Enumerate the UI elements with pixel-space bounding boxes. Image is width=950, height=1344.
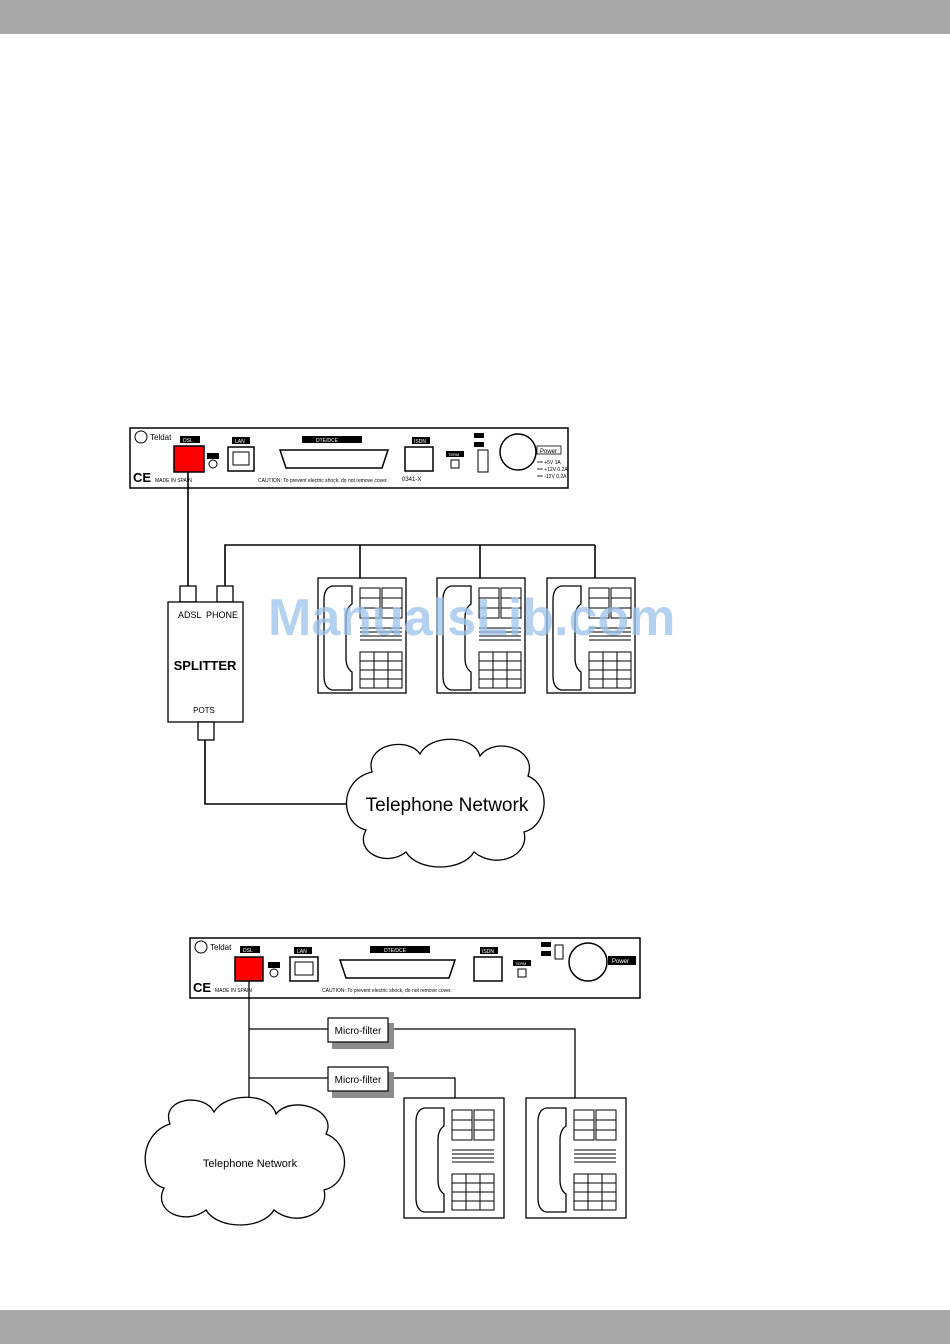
router-1-power-spec-3: == -12V 0.2A (537, 474, 567, 480)
router-1: Teldat CE MADE IN SPAIN DSL LAN DTE/DCE … (129, 427, 569, 489)
router-2-power-switch (554, 944, 564, 960)
router-2-ce-mark: CE (193, 980, 211, 995)
splitter-pots-jack (197, 721, 215, 741)
micro-filter-bottom: Micro-filter (327, 1066, 394, 1098)
router-2-isdn-label: ISDN (482, 949, 494, 955)
router-2-power-jack (568, 942, 608, 982)
router-1-dsl-label-bg (180, 436, 200, 443)
micro-filter-top: Micro-filter (327, 1017, 394, 1049)
telephone-3 (546, 577, 636, 694)
splitter-adsl-label: ADSL (178, 610, 202, 620)
splitter-box (167, 601, 244, 723)
router-2-lan-label: LAN (297, 949, 307, 955)
splitter-phone-jack (216, 585, 234, 603)
telephone-4 (403, 1097, 505, 1219)
router-1-isdn-port (404, 446, 434, 472)
router-1-power-spec-2: == +12V 0.2A (537, 467, 568, 473)
splitter-title: SPLITTER (174, 658, 237, 673)
router-1-dsl-label: DSL (183, 438, 193, 444)
router-2-caution: CAUTION: To prevent electric shock, do n… (322, 988, 452, 994)
telephone-network-cloud-2: Telephone Network (144, 1096, 346, 1226)
router-1-brand: Teldat (150, 433, 172, 442)
micro-filter-bottom-label: Micro-filter (335, 1075, 382, 1086)
router-1-caution: CAUTION: To prevent electric shock, do n… (258, 478, 388, 484)
router-1-term-label: TERM (448, 452, 459, 457)
router-2-dsl-port (234, 956, 264, 982)
network-label-2: Telephone Network (203, 1158, 298, 1170)
telephone-2 (436, 577, 526, 694)
telephone-1 (317, 577, 407, 694)
router-2-dsl-label: DSL (243, 948, 253, 954)
diagram-2-cables (248, 981, 576, 1112)
router-1-made-in: MADE IN SPAIN (155, 478, 192, 484)
router-1-lan-label: LAN (235, 439, 245, 445)
router-2-made-in: MADE IN SPAIN (215, 988, 252, 994)
router-1-dte-connector (278, 449, 390, 469)
router-1-dsl-port (173, 445, 205, 473)
telephone-5 (525, 1097, 627, 1219)
telephone-network-cloud-1: Telephone Network (345, 738, 545, 868)
page-header-bar (0, 0, 950, 34)
splitter-pots-label: POTS (193, 706, 215, 715)
router-1-power-switch (477, 449, 489, 473)
router-1-lan-port (227, 446, 255, 472)
teldat-logo-icon (194, 940, 208, 954)
router-1-term-switch (450, 459, 460, 469)
router-1-reset-button (208, 459, 218, 469)
router-2-brand: Teldat (210, 943, 232, 952)
router-1-dte-label: DTE/DCE (316, 438, 339, 444)
router-2-term-switch (517, 968, 527, 978)
router-2-term-label: TERM (515, 961, 526, 966)
micro-filter-top-label: Micro-filter (335, 1026, 382, 1037)
splitter: ADSL PHONE SPLITTER POTS (167, 585, 244, 741)
router-1-power-label: Power (540, 449, 557, 455)
splitter-phone-label: PHONE (206, 610, 238, 620)
teldat-logo-icon (134, 430, 148, 444)
router-1-power-jack (499, 433, 537, 471)
router-1-cert-mark: 0341-X (402, 477, 421, 483)
router-2-dte-connector (338, 959, 457, 979)
watermark: ManualsLib.com (268, 589, 676, 647)
router-2-reset-button (269, 968, 279, 978)
router-2-isdn-port (473, 956, 503, 982)
page-footer-bar (0, 1310, 950, 1344)
router-2-lan-port (289, 956, 319, 982)
diagram-1-cables (187, 472, 596, 805)
router-2-power-label: Power (612, 959, 629, 965)
router-1-isdn-label: ISDN (414, 439, 426, 445)
splitter-adsl-jack (179, 585, 197, 603)
router-1-power-spec-1: == +5V 1A (537, 460, 561, 466)
router-2: Teldat CE MADE IN SPAIN DSL LAN DTE/DCE … (189, 937, 641, 999)
router-2-dte-label: DTE/DCE (384, 948, 407, 954)
network-label-1: Telephone Network (366, 795, 529, 816)
router-1-ce-mark: CE (133, 470, 151, 485)
